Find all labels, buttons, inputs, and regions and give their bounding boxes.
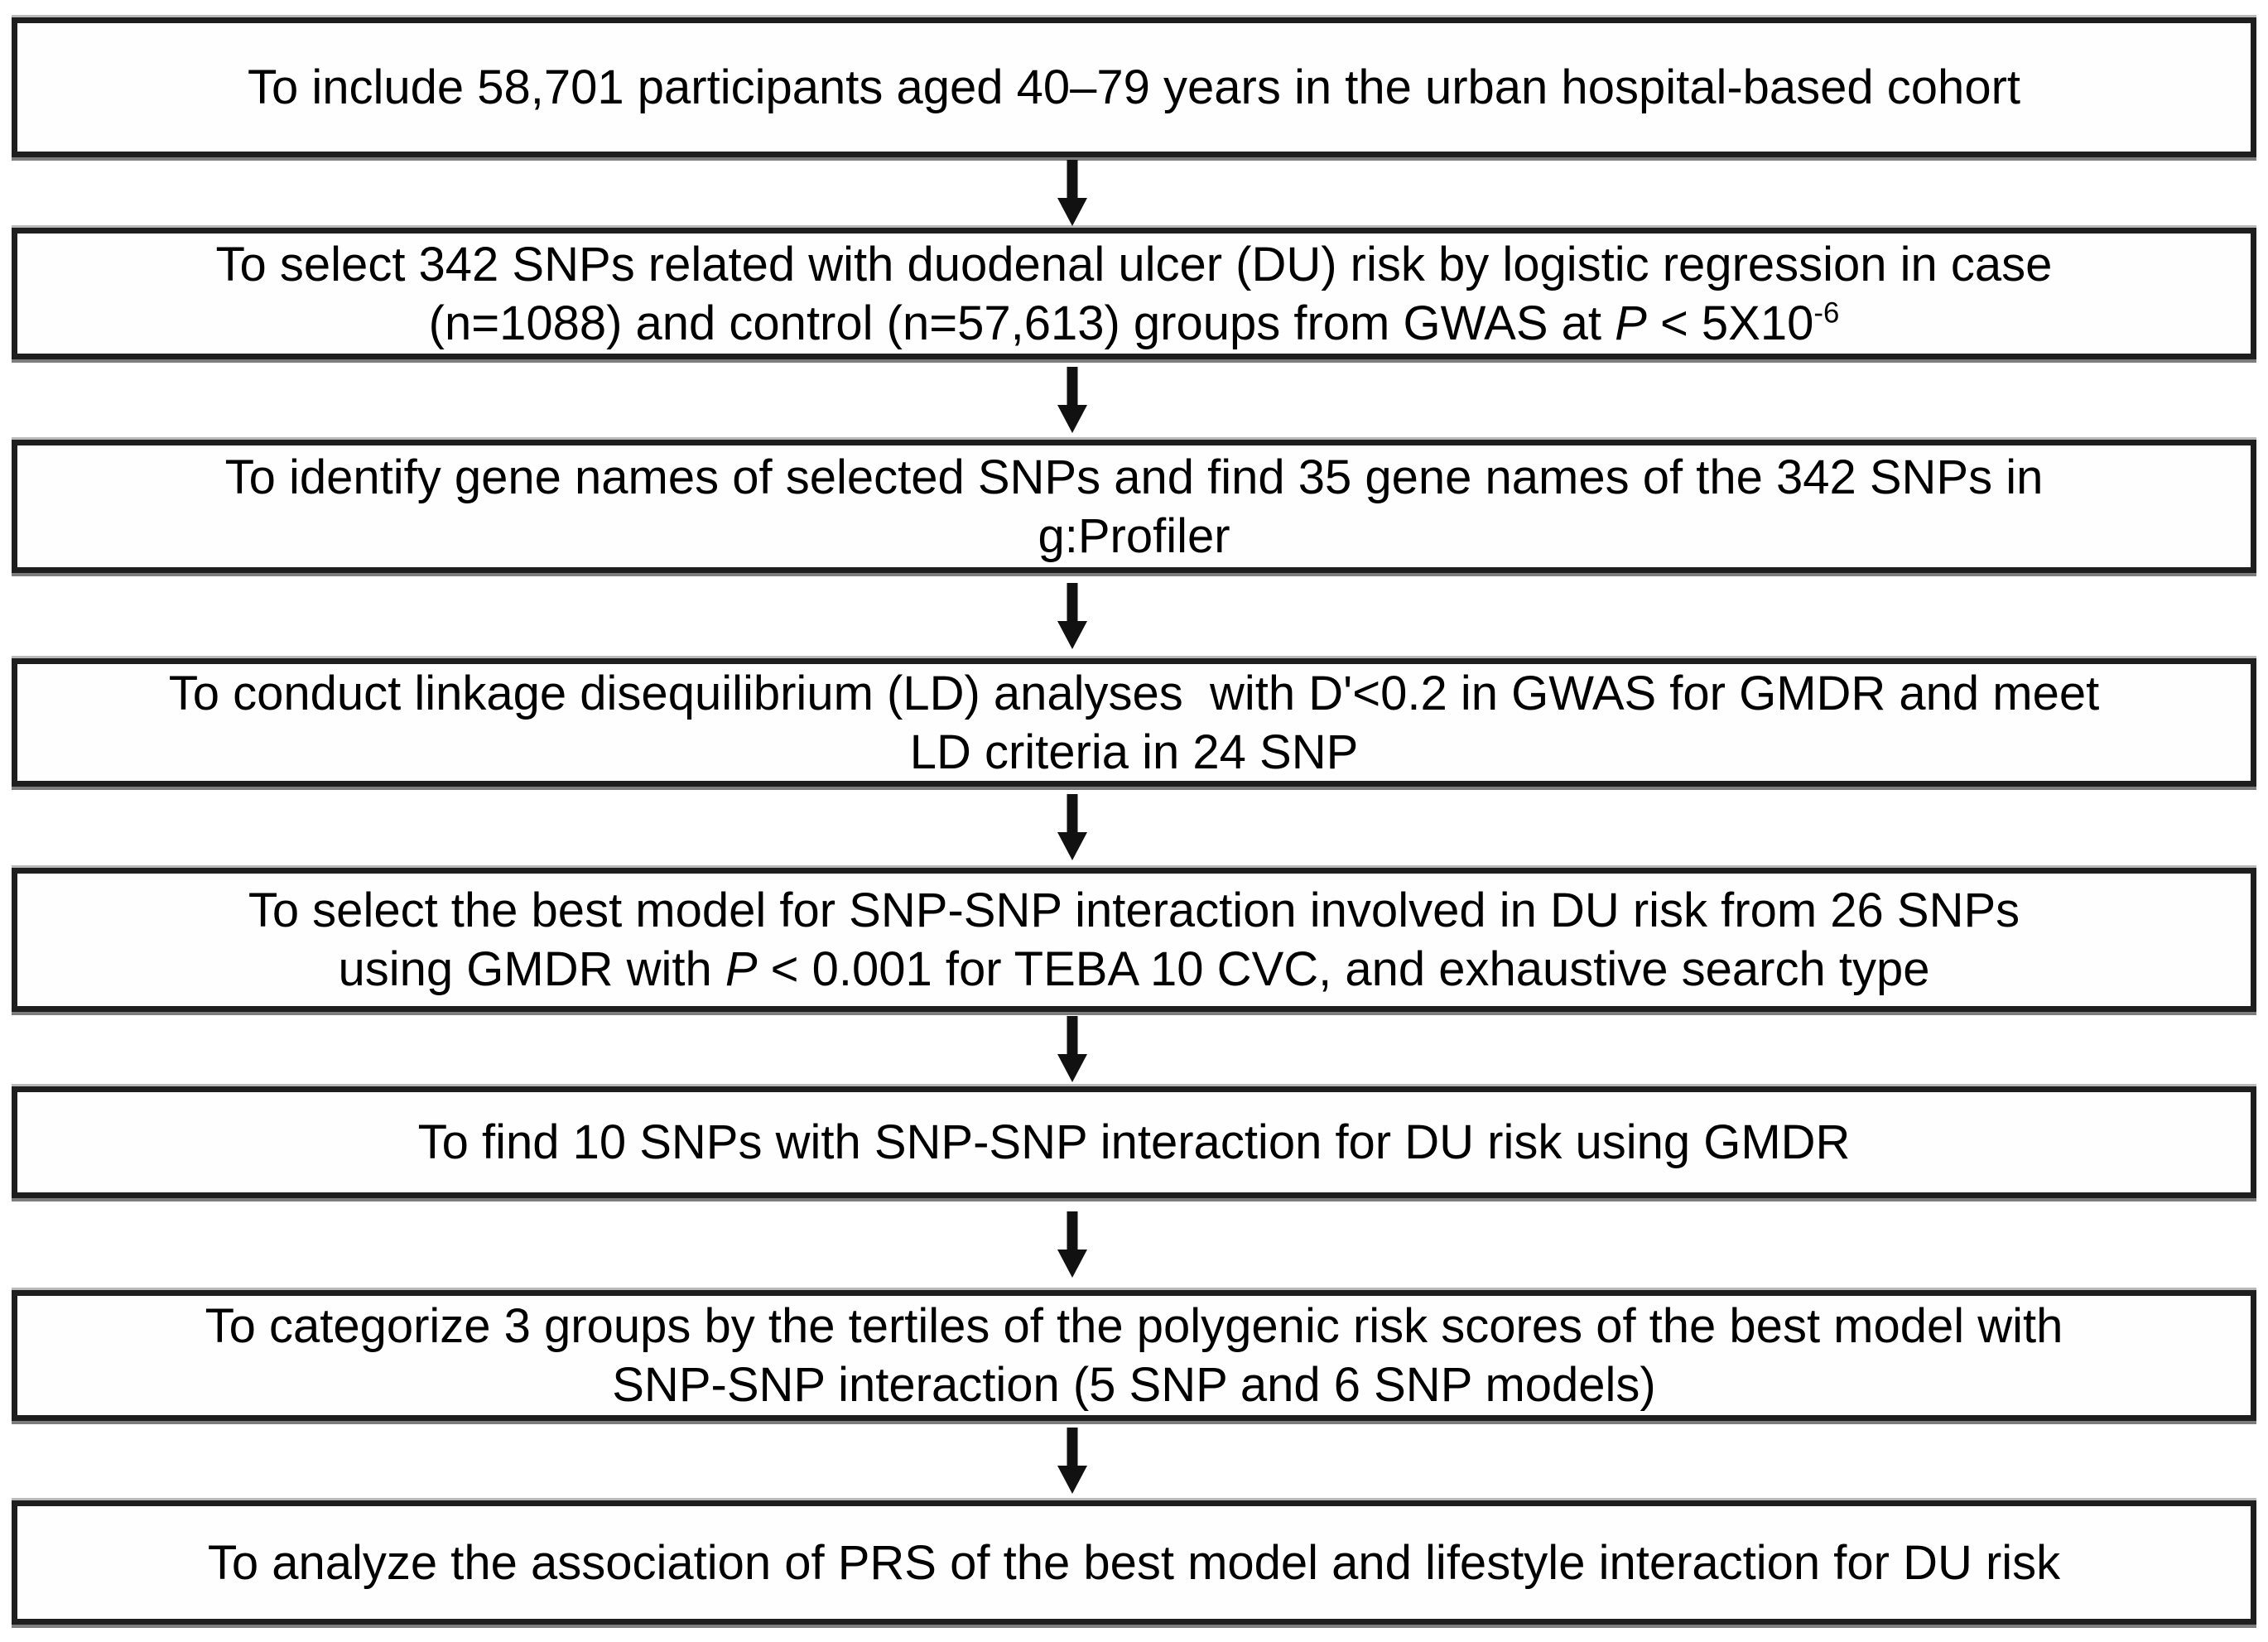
text-line: To categorize 3 groups by the tertiles o… xyxy=(205,1297,2063,1355)
arrow-gap xyxy=(0,1421,2268,1500)
arrow-gap xyxy=(0,157,2268,228)
text-line: To identify gene names of selected SNPs … xyxy=(225,448,2044,507)
text-line: To find 10 SNPs with SNP-SNP interaction… xyxy=(418,1113,1851,1172)
flow-step-4-ld-analysis: To conduct linkage disequilibrium (LD) a… xyxy=(12,658,2256,787)
text-segment: P xyxy=(1615,296,1647,350)
text-segment: To select 342 SNPs related with duodenal… xyxy=(215,237,2053,291)
arrow-gap xyxy=(0,359,2268,440)
text-segment: -6 xyxy=(1813,296,1840,330)
text-line: To select the best model for SNP-SNP int… xyxy=(248,881,2020,940)
down-arrow-icon xyxy=(1057,1016,1087,1082)
down-arrow-icon xyxy=(1057,1428,1087,1494)
arrow-gap xyxy=(0,1198,2268,1290)
flow-step-3-gene-names: To identify gene names of selected SNPs … xyxy=(12,440,2256,573)
text-segment: To include 58,701 participants aged 40–7… xyxy=(247,60,2020,114)
down-arrow-icon xyxy=(1057,366,1087,433)
text-line: LD criteria in 24 SNP xyxy=(910,723,1359,782)
arrow-gap xyxy=(0,1012,2268,1086)
text-segment: To select the best model for SNP-SNP int… xyxy=(248,884,2020,937)
text-line: To include 58,701 participants aged 40–7… xyxy=(248,58,2020,117)
text-segment: g:Profiler xyxy=(1038,508,1230,563)
text-segment: To analyze the association of PRS of the… xyxy=(207,1535,2061,1590)
text-line: To select 342 SNPs related with duodenal… xyxy=(216,235,2053,294)
down-arrow-icon xyxy=(1057,1211,1087,1278)
flow-step-2-snp-selection: To select 342 SNPs related with duodenal… xyxy=(12,228,2256,359)
text-segment: (n=1088) and control (n=57,613) groups f… xyxy=(428,296,1616,350)
text-segment: < 5X10 xyxy=(1646,296,1814,350)
flow-step-6-ten-snps: To find 10 SNPs with SNP-SNP interaction… xyxy=(12,1086,2256,1198)
text-line: SNP-SNP interaction (5 SNP and 6 SNP mod… xyxy=(612,1355,1655,1414)
text-segment: SNP-SNP interaction (5 SNP and 6 SNP mod… xyxy=(612,1358,1656,1412)
text-segment: < 0.001 for TEBA 10 CVC, and exhaustive … xyxy=(757,942,1930,996)
text-segment: To conduct linkage disequilibrium (LD) a… xyxy=(168,666,2100,720)
down-arrow-icon xyxy=(1057,582,1087,649)
text-segment: To categorize 3 groups by the tertiles o… xyxy=(205,1299,2063,1353)
flow-step-8-prs-lifestyle: To analyze the association of PRS of the… xyxy=(12,1500,2256,1625)
text-segment: To identify gene names of selected SNPs … xyxy=(224,450,2044,504)
text-line: To conduct linkage disequilibrium (LD) a… xyxy=(169,664,2100,723)
flow-step-5-best-model-gmdr: To select the best model for SNP-SNP int… xyxy=(12,868,2256,1012)
text-segment: LD criteria in 24 SNP xyxy=(909,725,1359,779)
down-arrow-icon xyxy=(1057,159,1087,226)
text-line: (n=1088) and control (n=57,613) groups f… xyxy=(429,294,1840,353)
down-arrow-icon xyxy=(1057,794,1087,860)
arrow-gap xyxy=(0,573,2268,658)
arrow-gap xyxy=(0,787,2268,868)
flow-step-7-prs-tertiles: To categorize 3 groups by the tertiles o… xyxy=(12,1290,2256,1421)
text-segment: P xyxy=(725,942,758,996)
text-segment: To find 10 SNPs with SNP-SNP interaction… xyxy=(417,1115,1851,1169)
text-line: g:Profiler xyxy=(1038,507,1230,566)
flow-step-1-cohort: To include 58,701 participants aged 40–7… xyxy=(12,17,2256,157)
text-line: To analyze the association of PRS of the… xyxy=(208,1534,2060,1592)
text-segment: using GMDR with xyxy=(338,942,725,996)
text-line: using GMDR with P < 0.001 for TEBA 10 CV… xyxy=(339,940,1930,999)
